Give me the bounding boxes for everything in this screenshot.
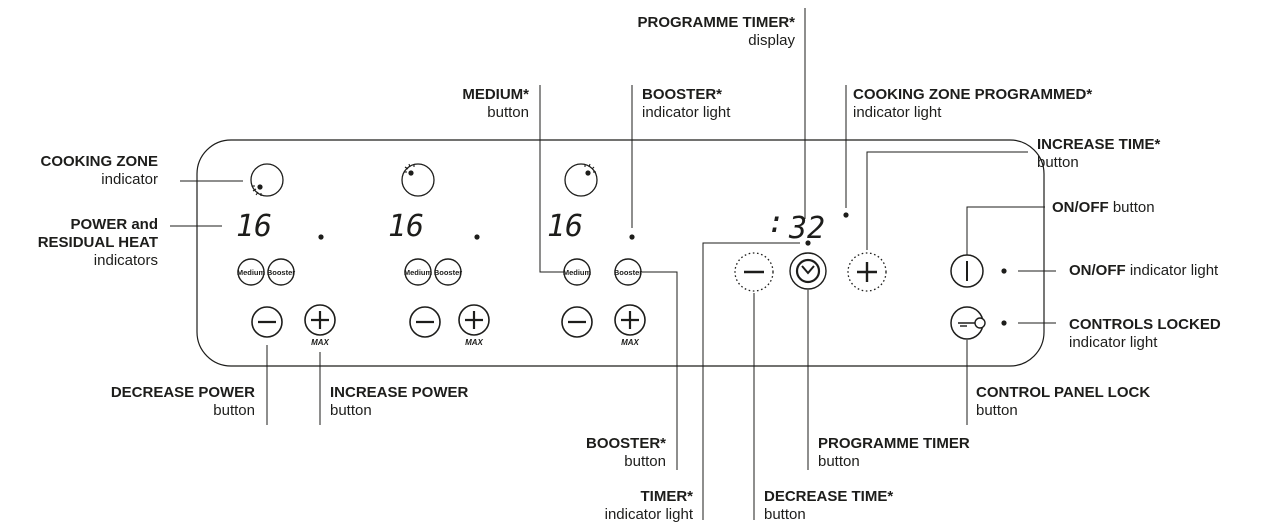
clock-icon: [795, 258, 821, 284]
decrease-power-button-2[interactable]: [409, 306, 441, 338]
booster-button-1[interactable]: Booster: [267, 258, 295, 286]
power-display-1: 16: [236, 209, 272, 244]
medium-button-1[interactable]: Medium: [237, 258, 266, 286]
residual-dot-2: [474, 234, 480, 240]
residual-dot-1: [318, 234, 324, 240]
medium-button-3[interactable]: Medium: [563, 258, 592, 286]
programme-timer-button[interactable]: [789, 252, 827, 290]
svg-text:Booster: Booster: [434, 268, 462, 277]
label-booster-indicator: BOOSTER*indicator light: [642, 86, 731, 121]
decrease-power-button-1[interactable]: [251, 306, 283, 338]
timer-section: : 32: [734, 205, 887, 292]
svg-text:MAX: MAX: [621, 338, 639, 347]
programme-timer-display: 32: [788, 211, 825, 246]
label-booster-button: BOOSTER*button: [585, 435, 666, 470]
svg-text:Medium: Medium: [563, 268, 592, 277]
medium-button-2[interactable]: Medium: [404, 258, 433, 286]
svg-text:MAX: MAX: [311, 338, 329, 347]
label-decrease-time: DECREASE TIME*button: [764, 488, 894, 523]
leader-lines: [170, 8, 1056, 520]
label-onoff-button: ON/OFF button: [1052, 199, 1155, 216]
cooking-zone-indicator-3: [564, 163, 598, 197]
label-onoff-indicator: ON/OFF indicator light: [1069, 262, 1219, 279]
decrease-time-button[interactable]: [734, 252, 774, 292]
svg-text:Medium: Medium: [237, 268, 266, 277]
label-timer-indicator: TIMER*indicator light: [604, 488, 693, 523]
zone-3: 16 Medium Booster MAX: [547, 163, 646, 347]
cooking-zone-indicator-1: [250, 163, 284, 197]
zone-2: 16 Medium Booster MAX: [388, 163, 490, 347]
increase-power-button-3[interactable]: MAX: [614, 304, 646, 347]
decrease-power-button-3[interactable]: [561, 306, 593, 338]
key-icon: [958, 317, 986, 329]
zone-1: 16 Medium Booster MAX: [236, 163, 336, 347]
timer-indicator-light: [805, 240, 811, 246]
booster-button-3[interactable]: Booster: [614, 258, 642, 286]
svg-text:MAX: MAX: [465, 338, 483, 347]
label-cooking-zone-programmed: COOKING ZONE PROGRAMMED*indicator light: [853, 86, 1093, 121]
booster-button-2[interactable]: Booster: [434, 258, 462, 286]
power-display-2: 16: [388, 209, 424, 244]
cooking-zone-indicator-2: [401, 163, 435, 197]
svg-text:Booster: Booster: [267, 268, 295, 277]
power-display-3: 16: [547, 209, 583, 244]
onoff-indicator-light: [1001, 268, 1007, 274]
increase-time-button[interactable]: [847, 252, 887, 292]
control-panel-lock-button[interactable]: [950, 306, 986, 340]
cooking-zone-programmed-light: [843, 212, 849, 218]
increase-power-button-1[interactable]: MAX: [304, 304, 336, 347]
control-panel-outline: [196, 139, 1045, 367]
onoff-button[interactable]: [950, 254, 984, 288]
timer-colon: :: [767, 205, 785, 240]
label-programme-timer-display: PROGRAMME TIMER*display: [637, 14, 796, 49]
label-medium: MEDIUM*button: [462, 86, 529, 121]
increase-power-button-2[interactable]: MAX: [458, 304, 490, 347]
label-increase-time: INCREASE TIME*button: [1037, 136, 1161, 171]
svg-text:Medium: Medium: [404, 268, 433, 277]
controls-locked-light: [1001, 320, 1007, 326]
booster-indicator-light: [629, 234, 635, 240]
svg-text:Booster: Booster: [614, 268, 642, 277]
